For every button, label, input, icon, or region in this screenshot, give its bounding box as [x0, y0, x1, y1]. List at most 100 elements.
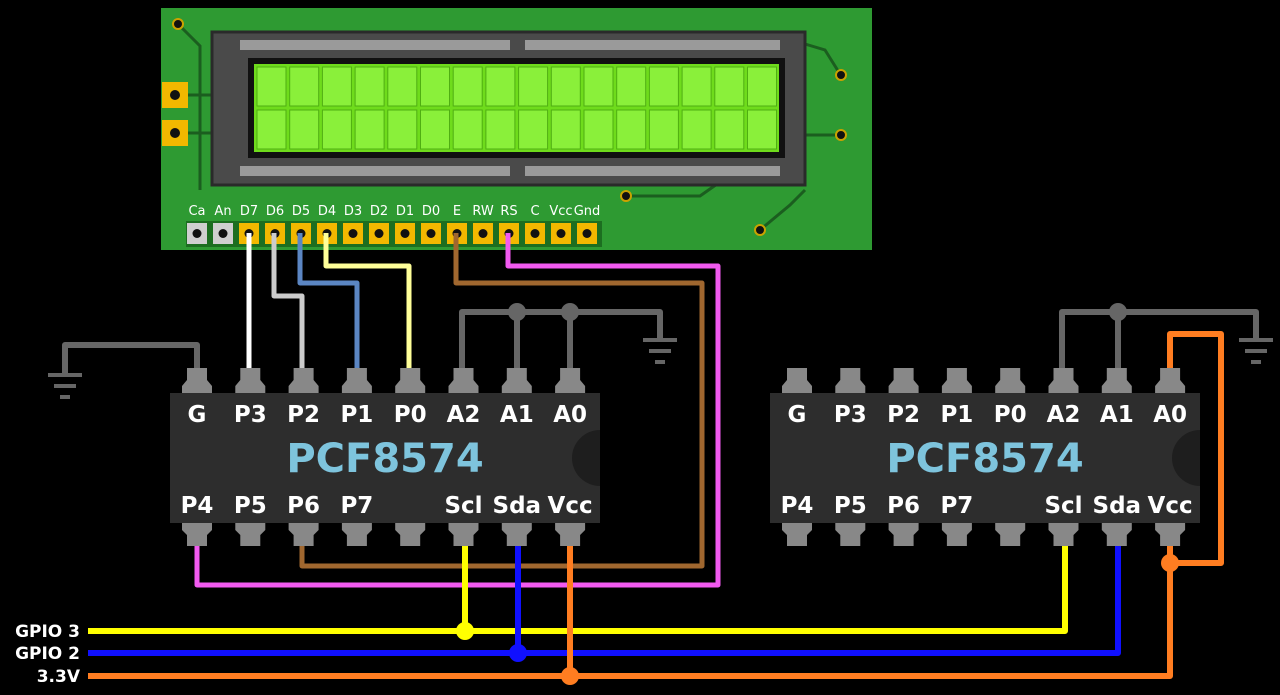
chip-top-pin [235, 368, 266, 393]
chip-top-pin [835, 368, 866, 393]
lcd-cell [550, 109, 581, 150]
chip-top-pin-label: P0 [394, 402, 427, 428]
lcd-pin-label: D3 [344, 204, 362, 219]
chip-bottom-pin [395, 522, 426, 546]
net-labels: GPIO 3 GPIO 2 3.3V [15, 622, 81, 687]
chip-bottom-pin [341, 522, 372, 546]
chip-body [770, 393, 1200, 523]
lcd-pin-label: D4 [318, 204, 336, 219]
net-label-gpio2: GPIO 2 [15, 644, 80, 664]
chip-bottom-pin [555, 522, 586, 546]
lcd-cell [485, 66, 516, 107]
lcd-cell [321, 66, 352, 107]
wire-d6-p2 [271, 233, 305, 378]
lcd-cell [420, 109, 450, 150]
lcd-pin-label: D5 [292, 204, 310, 219]
chip-top-pin [995, 368, 1026, 393]
lcd-bezel-highlight [240, 40, 510, 50]
lcd-cell [616, 109, 647, 150]
wire-d4-p0 [323, 233, 412, 378]
junction-dots [456, 303, 1179, 685]
wires [62, 233, 1259, 679]
chip-bottom-pin [501, 522, 532, 546]
wire-d5-p1 [297, 233, 360, 378]
lcd-pin-label: D1 [396, 204, 414, 219]
chip-top-pin-label: P0 [994, 402, 1027, 428]
lcd-cell [289, 109, 320, 150]
chip-top-pin [395, 368, 426, 393]
chip-bottom-pin-label: Scl [1044, 493, 1082, 519]
lcd-cell [256, 66, 287, 107]
chip-bottom-pin [288, 522, 319, 546]
lcd-side-pads [162, 82, 188, 146]
chip-bottom-pin [782, 522, 812, 546]
lcd-pin-label: RW [472, 204, 494, 219]
wire-rs-p4 [194, 233, 721, 588]
lcd-pin-label: D6 [266, 204, 284, 219]
chip-name: PCF8574 [886, 436, 1083, 482]
pcb-traces [176, 22, 842, 232]
lcd-cell [420, 66, 450, 107]
chip-body [170, 393, 600, 523]
chip-top-pin-label: P3 [234, 402, 267, 428]
chip-top-pin [1101, 368, 1132, 393]
chip-bottom-pin [995, 522, 1026, 546]
lcd-bezel-highlight [240, 166, 510, 176]
lcd-cell [387, 109, 418, 150]
chip-bottom-pin-label: P7 [940, 493, 973, 519]
chip-top-pin [501, 368, 532, 393]
lcd-cell [747, 109, 777, 150]
wire-e-p6 [299, 233, 705, 569]
chip-bottom-pin [182, 522, 212, 546]
chip-top-pin [941, 368, 972, 393]
chip-bottom-pin [888, 522, 919, 546]
chip-bottom-pin-label: P4 [781, 493, 814, 519]
lcd-cell [550, 66, 581, 107]
lcd-cell [256, 109, 287, 150]
lcd-cell [714, 66, 745, 107]
chip-top-pin [448, 368, 479, 393]
chip-bottom-pin-label: Vcc [1148, 493, 1193, 519]
lcd-cell [321, 109, 352, 150]
chip-top-pin [555, 368, 586, 393]
lcd-cell [518, 109, 549, 150]
chip-name: PCF8574 [286, 436, 483, 482]
chip-bottom-pin [941, 522, 972, 546]
lcd-pin-label: D0 [422, 204, 440, 219]
chip-bottom-pin [1155, 522, 1186, 546]
lcd-cell [583, 66, 614, 107]
ground-icon [1239, 338, 1273, 364]
chip-top-pin-label: A1 [1100, 402, 1134, 428]
lcd-pin-label: E [453, 204, 461, 219]
chip-bottom-pin-label: Sda [1093, 493, 1142, 519]
chip-top-pin [341, 368, 372, 393]
chip-bottom-pin [448, 522, 479, 546]
lcd-cell [485, 109, 516, 150]
lcd-pin-label: Ca [188, 204, 205, 219]
lcd-pin-label: C [530, 204, 539, 219]
lcd-cell [681, 66, 712, 107]
lcd-cell [616, 66, 647, 107]
chip-bottom-pin [1048, 522, 1079, 546]
chip-top-pin-label: A2 [1047, 402, 1081, 428]
chip-bottom-pin-label: P6 [887, 493, 920, 519]
chip-bottom-pin [1101, 522, 1132, 546]
chip-top-pin-label: P2 [287, 402, 320, 428]
lcd-cell [452, 66, 483, 107]
chip-top-pin-label: P1 [940, 402, 973, 428]
pcb-vias [172, 18, 847, 236]
lcd-cell [648, 109, 679, 150]
chip-bottom-pin-label: Scl [444, 493, 482, 519]
lcd-pin-label: An [214, 204, 231, 219]
chip-top-pin-label: P1 [340, 402, 373, 428]
chip-top-pin [888, 368, 919, 393]
lcd-cell [354, 109, 385, 150]
ground-icon [48, 373, 82, 399]
chip-bottom-pin-label: P6 [287, 493, 320, 519]
chip-bottom-pin-label: P4 [181, 493, 214, 519]
chip-top-pin-label: G [188, 402, 207, 428]
